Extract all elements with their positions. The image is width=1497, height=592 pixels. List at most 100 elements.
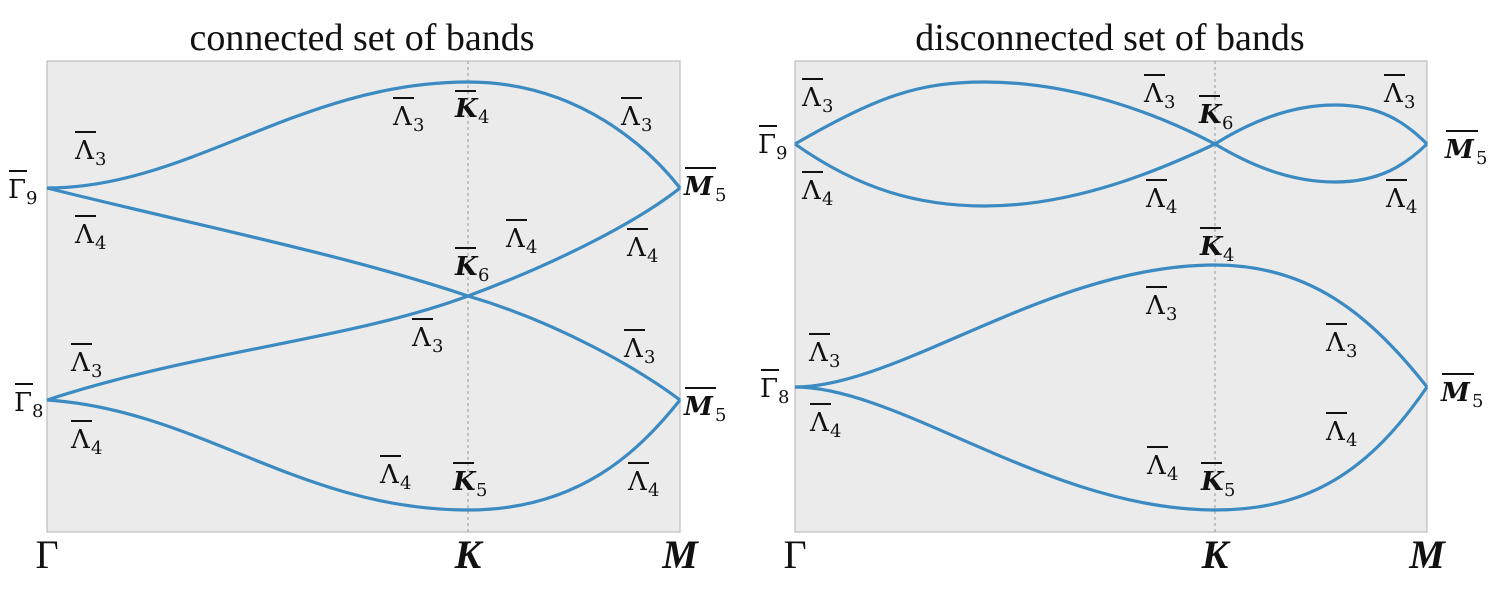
right-kpoint-k: K xyxy=(1201,532,1231,577)
svg-text:3: 3 xyxy=(641,115,652,136)
right-band-label-8: Λ 4 xyxy=(1146,446,1178,485)
svg-text:4: 4 xyxy=(95,233,106,254)
svg-text:4: 4 xyxy=(1167,464,1178,485)
svg-text:4: 4 xyxy=(647,246,658,267)
left-point-label-gamma8: Γ 8 xyxy=(14,383,43,422)
svg-text:K: K xyxy=(452,467,477,497)
right-band-label-12: Λ 4 xyxy=(809,403,841,442)
left-band-2 xyxy=(46,186,681,402)
svg-text:3: 3 xyxy=(1346,341,1357,362)
svg-text:Λ: Λ xyxy=(1145,184,1166,214)
left-band-4 xyxy=(46,398,682,512)
right-point-label-gamma9: Γ 9 xyxy=(758,125,787,164)
right-band-label-4: Λ 4 xyxy=(1145,179,1177,218)
svg-text:5: 5 xyxy=(1224,480,1235,501)
svg-text:Γ: Γ xyxy=(8,175,26,205)
svg-text:3: 3 xyxy=(95,149,106,170)
left-band-3 xyxy=(46,186,681,402)
left-plot-area xyxy=(46,60,681,533)
svg-text:Λ: Λ xyxy=(801,176,822,206)
left-band-label-4: Λ 4 xyxy=(505,219,537,258)
left-kpoint-m: M xyxy=(661,532,699,577)
left-band-label-2: Λ 4 xyxy=(74,215,106,254)
svg-text:Λ: Λ xyxy=(1383,79,1404,109)
svg-text:5: 5 xyxy=(1472,391,1483,412)
left-point-label-gamma9: Γ 9 xyxy=(8,170,37,209)
right-band-label-5: Λ 3 xyxy=(1383,74,1415,113)
svg-text:Λ: Λ xyxy=(1325,417,1346,447)
svg-text:3: 3 xyxy=(91,361,102,382)
svg-text:Λ: Λ xyxy=(505,224,526,254)
left-panel: connected set of bands Γ K M Γ 9 Γ 8 K 4 xyxy=(8,17,726,577)
svg-text:Λ: Λ xyxy=(809,408,830,438)
right-band-4 xyxy=(794,385,1429,512)
svg-text:Λ: Λ xyxy=(74,136,95,166)
svg-text:M: M xyxy=(1440,378,1471,408)
left-kpoint-k: K xyxy=(454,532,484,577)
svg-text:Λ: Λ xyxy=(627,467,648,497)
svg-text:9: 9 xyxy=(776,143,787,164)
svg-text:Γ: Γ xyxy=(14,388,32,418)
svg-text:Λ: Λ xyxy=(620,102,641,132)
left-band-label-10: Λ 3 xyxy=(623,329,655,368)
svg-text:Λ: Λ xyxy=(1325,328,1346,358)
svg-text:Λ: Λ xyxy=(379,460,400,490)
right-kpoint-gamma: Γ xyxy=(783,532,806,577)
left-band-label-8: Λ 4 xyxy=(70,420,102,459)
svg-text:Λ: Λ xyxy=(1146,451,1167,481)
left-band-label-3: Λ 3 xyxy=(392,97,424,136)
svg-text:4: 4 xyxy=(526,237,537,258)
right-plot-area xyxy=(794,60,1428,533)
left-band-label-1: Λ 3 xyxy=(74,131,106,170)
svg-text:Λ: Λ xyxy=(70,425,91,455)
svg-text:Λ: Λ xyxy=(70,348,91,378)
right-band-label-2: Λ 4 xyxy=(801,171,833,210)
svg-text:4: 4 xyxy=(400,473,411,494)
left-point-label-m5-bottom: M 5 xyxy=(683,387,726,426)
svg-text:5: 5 xyxy=(715,405,726,426)
svg-text:3: 3 xyxy=(644,347,655,368)
right-band-3 xyxy=(794,263,1429,389)
right-point-label-m5-top: M 5 xyxy=(1444,130,1487,169)
svg-text:M: M xyxy=(683,392,714,422)
svg-text:Γ: Γ xyxy=(760,374,778,404)
svg-text:3: 3 xyxy=(1164,92,1175,113)
right-band-label-7: Λ 3 xyxy=(1145,286,1177,325)
left-point-label-k6: K 6 xyxy=(454,247,489,286)
left-panel-title: connected set of bands xyxy=(189,17,534,59)
svg-text:K: K xyxy=(1198,100,1223,130)
svg-text:6: 6 xyxy=(478,265,489,286)
svg-text:M: M xyxy=(1444,135,1475,165)
left-band-label-9: Λ 3 xyxy=(411,318,443,357)
svg-text:3: 3 xyxy=(1166,304,1177,325)
svg-text:3: 3 xyxy=(822,96,833,117)
svg-text:Λ: Λ xyxy=(808,338,829,368)
svg-text:8: 8 xyxy=(778,387,789,408)
right-point-label-k5: K 5 xyxy=(1200,462,1235,501)
svg-text:4: 4 xyxy=(1406,197,1417,218)
right-point-label-k6: K 6 xyxy=(1198,95,1233,134)
svg-text:3: 3 xyxy=(413,115,424,136)
svg-text:Λ: Λ xyxy=(1145,291,1166,321)
svg-text:4: 4 xyxy=(648,480,659,501)
right-panel-title: disconnected set of bands xyxy=(915,17,1304,59)
right-band-label-11: Λ 3 xyxy=(808,333,840,372)
svg-text:6: 6 xyxy=(1222,113,1233,134)
svg-text:Λ: Λ xyxy=(74,220,95,250)
right-point-label-m5-bottom: M 5 xyxy=(1440,373,1483,412)
right-panel: disconnected set of bands Γ K M Γ 9 Γ 8 … xyxy=(758,17,1487,577)
svg-text:5: 5 xyxy=(715,185,726,206)
left-point-label-m5-top: M 5 xyxy=(683,167,726,206)
svg-text:Λ: Λ xyxy=(392,102,413,132)
left-band-label-12: Λ 4 xyxy=(627,462,659,501)
right-band-label-9: Λ 3 xyxy=(1325,323,1357,362)
svg-text:9: 9 xyxy=(26,188,37,209)
right-band-label-10: Λ 4 xyxy=(1325,412,1357,451)
left-band-label-11: Λ 4 xyxy=(379,455,411,494)
svg-text:3: 3 xyxy=(432,336,443,357)
right-point-label-k4: K 4 xyxy=(1199,227,1234,266)
right-band-label-1: Λ 3 xyxy=(801,78,833,117)
svg-text:Λ: Λ xyxy=(1143,79,1164,109)
svg-text:Λ: Λ xyxy=(1385,184,1406,214)
